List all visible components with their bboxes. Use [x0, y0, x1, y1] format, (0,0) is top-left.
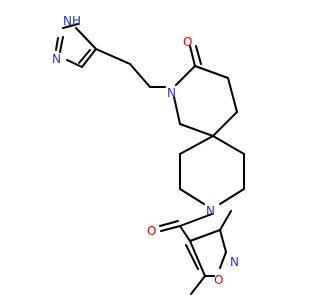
- bond: [219, 229, 227, 253]
- bond: [55, 37, 59, 51]
- bond: [219, 188, 245, 205]
- bond: [159, 220, 179, 227]
- bond: [66, 59, 83, 68]
- isoxazole-ring: [185, 210, 232, 295]
- bond: [179, 225, 191, 242]
- atom-n-piperidine: N: [206, 204, 215, 218]
- bond: [179, 135, 214, 155]
- bond: [185, 244, 199, 270]
- lactam-ring: [173, 45, 238, 137]
- bond: [62, 23, 79, 29]
- amide-group: [159, 213, 213, 242]
- bond: [173, 96, 181, 125]
- bond: [179, 188, 205, 205]
- atom-o-isoxazole: O: [214, 273, 223, 287]
- atom-n-imidazole: N: [52, 52, 61, 66]
- bond: [59, 36, 64, 53]
- imidazole-ring: [55, 23, 97, 68]
- bond: [81, 48, 97, 68]
- ethyl-linker: [95, 48, 166, 88]
- bond: [175, 65, 196, 86]
- bond: [189, 45, 196, 67]
- bond: [212, 111, 238, 137]
- bond: [129, 63, 151, 88]
- bond: [189, 229, 221, 242]
- bond: [95, 48, 131, 65]
- bond: [219, 251, 227, 269]
- bond: [189, 240, 206, 277]
- piperidine-ring: [179, 135, 245, 205]
- atom-n-isoxazole: N: [230, 255, 239, 269]
- bond: [75, 27, 97, 50]
- atom-n-lactam: N: [167, 86, 176, 100]
- atom-nh: NH: [63, 14, 81, 28]
- bond: [78, 49, 91, 64]
- atom-o-ketone: O: [183, 35, 192, 49]
- bond: [212, 135, 245, 155]
- bond: [194, 65, 229, 79]
- bond: [190, 275, 206, 295]
- bond: [179, 213, 213, 227]
- bond: [179, 123, 214, 137]
- bond: [219, 210, 232, 231]
- molecule-structure-diagram: NH N O N N O N O: [52, 14, 245, 295]
- bond: [160, 225, 181, 232]
- bond: [195, 45, 202, 65]
- bond: [227, 77, 238, 113]
- atom-o-amide: O: [147, 224, 156, 238]
